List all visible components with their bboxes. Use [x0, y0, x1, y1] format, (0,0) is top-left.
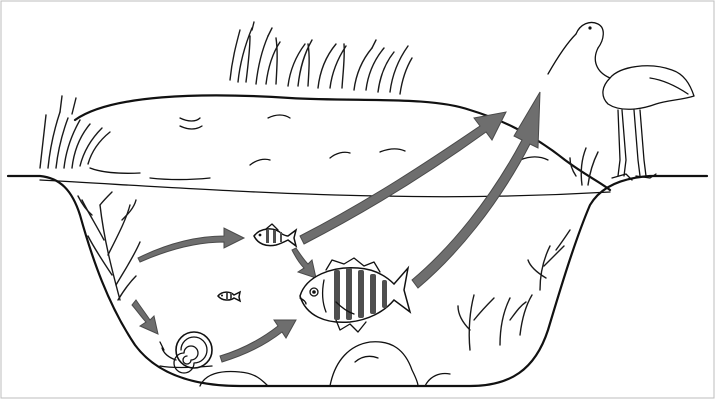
water-surface-line: [40, 180, 610, 197]
pond-weed-icon: [78, 192, 140, 300]
fry-fish-icon: [218, 292, 240, 301]
arrow-weed-to-snail: [132, 300, 158, 334]
large-fish-icon: [300, 258, 410, 332]
arrow-snail-to-large-fish: [220, 320, 296, 362]
heron-icon: [548, 22, 694, 180]
arrow-small-fish-to-large-fish: [292, 248, 316, 278]
reeds-left-bank: [40, 96, 110, 168]
arrow-weed-to-small-fish: [138, 228, 244, 262]
snail-icon: [160, 332, 212, 373]
bottom-rocks: [200, 342, 450, 386]
branching-weed-right: [458, 230, 570, 350]
grass-icon: [230, 22, 412, 94]
small-fish-icon: [254, 224, 296, 246]
